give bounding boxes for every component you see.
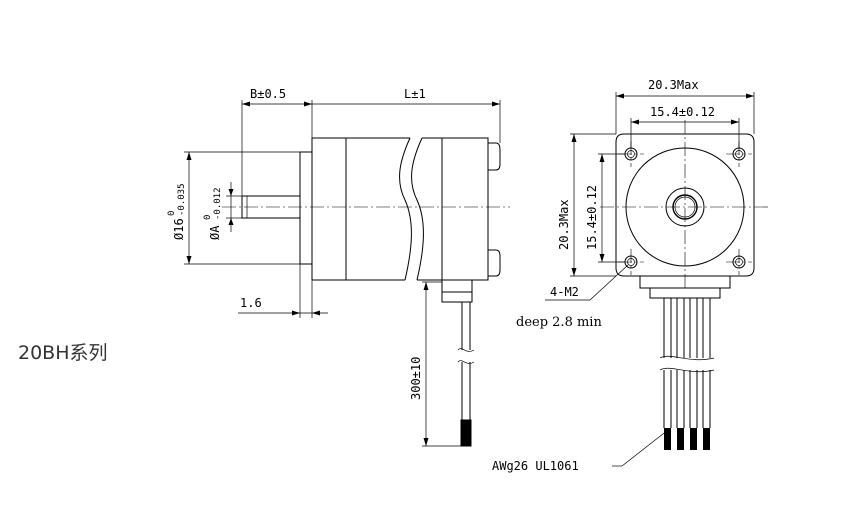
lead-wires — [461, 302, 471, 350]
dim-width-max-label: 20.3Max — [648, 78, 699, 92]
dim-lead-length-label: 300±10 — [409, 357, 423, 400]
dim-diameter-a-tol-upper: 0 — [203, 215, 213, 220]
dim-diameter-a-tol-lower: -0.012 — [213, 187, 223, 220]
dim-b-label: B±0.5 — [250, 87, 286, 101]
front-view: 20.3Max 15.4±0.12 20.3Max 15.4±0.12 4-M2… — [492, 78, 770, 473]
dim-height-max-label: 20.3Max — [557, 199, 571, 250]
dim-diameter-16-label: Ø16 — [172, 218, 186, 240]
motor-body — [311, 137, 410, 281]
hole-callout-label: 4-M2 — [550, 285, 579, 299]
break-line — [399, 137, 412, 281]
dim-l-label: L±1 — [404, 87, 426, 101]
dim-flange-label: 1.6 — [240, 296, 262, 310]
dim-hole-spacing-vertical-label: 15.4±0.12 — [585, 185, 599, 250]
front-wires — [659, 298, 715, 450]
hole-leader — [589, 264, 629, 301]
lead-outlet — [441, 280, 473, 293]
wire-leader — [621, 429, 669, 467]
rear-cap — [488, 142, 501, 171]
dim-diameter-16-tol-upper: 0 — [167, 211, 177, 216]
wire-spec-label: AWg26 UL1061 — [492, 459, 579, 473]
hole-depth-label: deep 2.8 min — [516, 315, 602, 330]
front-square — [615, 133, 755, 277]
dim-diameter-16-tol-lower: -0.035 — [177, 183, 187, 216]
dim-hole-spacing-label: 15.4±0.12 — [650, 105, 715, 119]
flange — [299, 151, 313, 265]
series-label: 20BH系列 — [18, 342, 108, 364]
side-view: B±0.5 L±1 Ø16 0 -0.035 ØA 0 -0.012 — [167, 87, 510, 447]
dim-diameter-a-label: ØA — [208, 225, 222, 240]
